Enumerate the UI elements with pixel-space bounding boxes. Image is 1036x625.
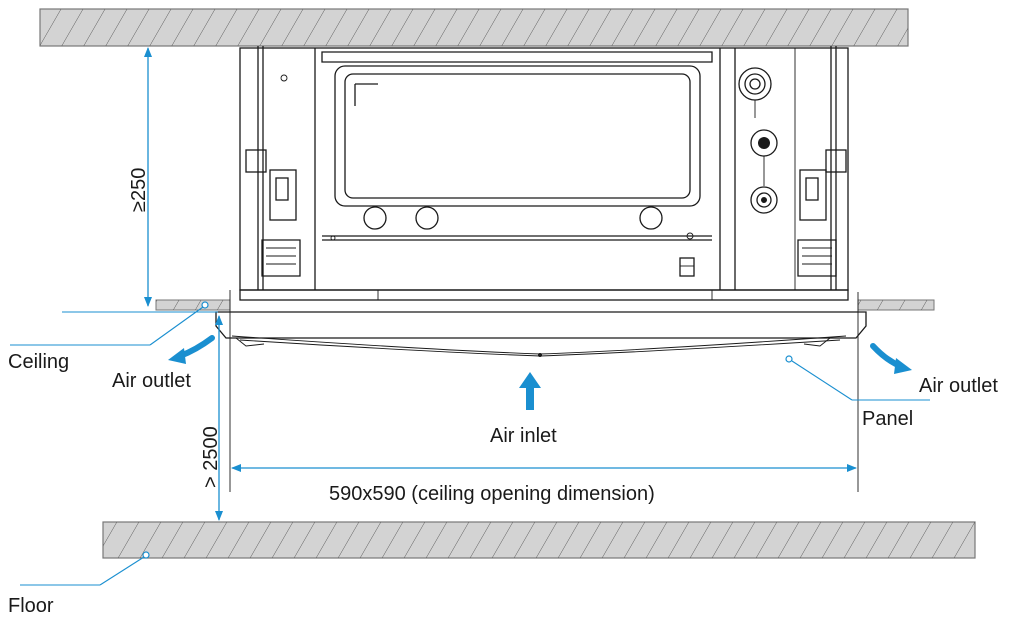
floor-height-label: > 2500 — [200, 426, 222, 488]
air-inlet-arrow — [519, 372, 541, 410]
air-outlet-right-arrow — [870, 343, 912, 374]
floor-label: Floor — [8, 595, 54, 617]
floor-leader — [20, 551, 150, 586]
panel-leader — [785, 355, 930, 401]
ceiling-label: Ceiling — [8, 351, 69, 373]
floor-slab — [102, 521, 976, 559]
panel-label: Panel — [862, 408, 913, 430]
ceiling-leader — [10, 301, 209, 346]
top-ceiling-slab — [39, 8, 909, 47]
min-clearance-label: ≥250 — [128, 168, 150, 212]
ceiling-board-right — [857, 299, 935, 311]
indoor-unit — [239, 46, 849, 301]
air-outlet-left-arrow — [168, 335, 215, 364]
opening-dimension-label: 590x590 (ceiling opening dimension) — [329, 483, 655, 505]
ceiling-board-left — [155, 299, 231, 311]
air-outlet-left-label: Air outlet — [112, 370, 191, 392]
air-inlet-label: Air inlet — [490, 425, 557, 447]
panel — [215, 311, 867, 357]
air-outlet-right-label: Air outlet — [919, 375, 998, 397]
